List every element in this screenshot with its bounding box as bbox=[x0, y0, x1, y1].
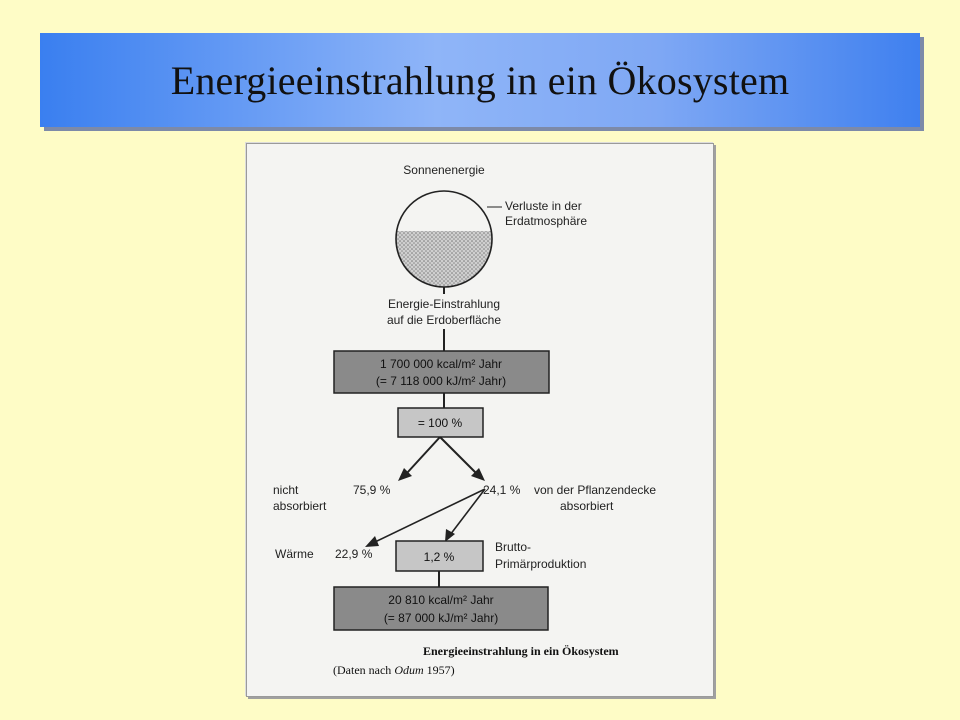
heat-label: Wärme bbox=[275, 547, 314, 561]
irradiation-label-line1: Energie-Einstrahlung bbox=[388, 297, 500, 311]
absorbed-label-line1: von der Pflanzendecke bbox=[534, 483, 656, 497]
losses-label-line1: Verluste in der bbox=[505, 199, 582, 213]
absorbed-label-line2: absorbiert bbox=[560, 499, 614, 513]
arrowhead bbox=[471, 468, 485, 481]
sun-circle bbox=[395, 190, 493, 288]
page-title: Energieeinstrahlung in ein Ökosystem bbox=[170, 57, 790, 103]
not-absorbed-label-line1: nicht bbox=[273, 483, 299, 497]
percent-100-box bbox=[397, 407, 484, 438]
irradiation-label-line2: auf die Erdoberfläche bbox=[387, 313, 501, 327]
arrowhead bbox=[445, 529, 455, 542]
sun-label: Sonnenenergie bbox=[403, 163, 485, 177]
gross-production-box bbox=[395, 540, 484, 572]
not-absorbed-label-line2: absorbiert bbox=[273, 499, 327, 513]
box3-line1: 20 810 kcal/m² Jahr bbox=[388, 593, 493, 607]
absorbed-arrows bbox=[374, 488, 486, 543]
gross-label-line1: Brutto- bbox=[495, 540, 531, 554]
box3-line2: (= 87 000 kJ/m² Jahr) bbox=[384, 611, 498, 625]
gross-box-label: 1,2 % bbox=[424, 550, 455, 564]
energy-flow-diagram: Sonnenenergie Verluste in der Erdatmosph… bbox=[273, 163, 656, 677]
heat-value: 22,9 % bbox=[335, 547, 373, 561]
gross-label-line2: Primärproduktion bbox=[495, 557, 586, 571]
absorbed-value: 24,1 % bbox=[483, 483, 521, 497]
arrowhead bbox=[398, 468, 412, 481]
irradiation-value-box bbox=[333, 350, 550, 394]
box1-line1: 1 700 000 kcal/m² Jahr bbox=[380, 357, 502, 371]
not-absorbed-value: 75,9 % bbox=[353, 483, 391, 497]
caption-source: (Daten nach Odum 1957) bbox=[333, 663, 455, 677]
title-banner: Energieeinstrahlung in ein Ökosystem bbox=[40, 33, 920, 127]
box2-label: = 100 % bbox=[418, 416, 463, 430]
gross-production-value-box bbox=[333, 586, 549, 631]
losses-label-line2: Erdatmosphäre bbox=[505, 214, 587, 228]
caption-title: Energieeinstrahlung in ein Ökosystem bbox=[423, 644, 619, 658]
energy-flow-figure: Sonnenenergie Verluste in der Erdatmosph… bbox=[246, 143, 714, 697]
box1-line2: (= 7 118 000 kJ/m² Jahr) bbox=[376, 374, 506, 388]
split-arrows bbox=[406, 436, 477, 474]
arrowhead bbox=[365, 536, 379, 547]
